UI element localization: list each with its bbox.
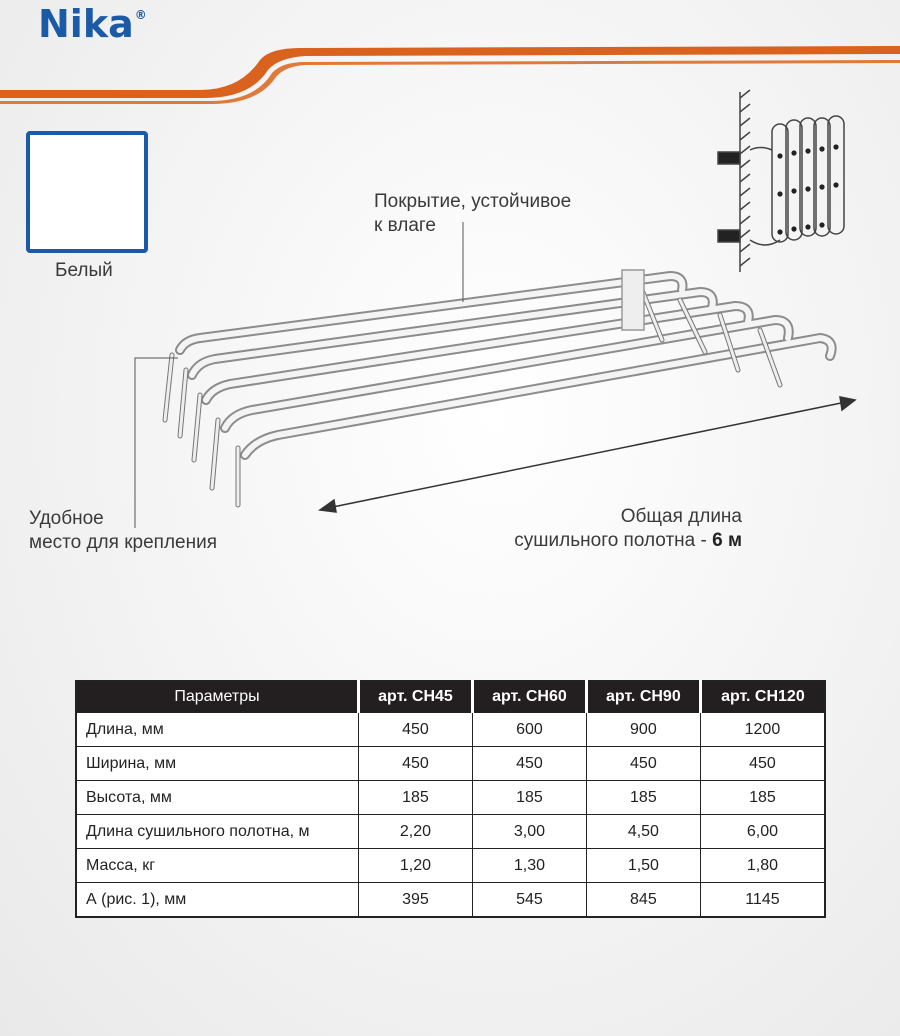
table-row: Длина, мм 450 600 900 1200 bbox=[76, 712, 825, 747]
param-name: Масса, кг bbox=[76, 848, 359, 883]
dryer-rails bbox=[162, 269, 837, 508]
cell-value: 1,20 bbox=[358, 848, 473, 883]
coating-line2: к влаге bbox=[374, 215, 436, 236]
cell-value: 185 bbox=[585, 780, 701, 815]
registered-mark: ® bbox=[134, 8, 147, 22]
length-line2-prefix: сушильного полотна - bbox=[514, 530, 707, 551]
cell-value: 1,80 bbox=[699, 848, 825, 883]
table-header-row: Параметры арт. СН45 арт. СН60 арт. СН90 … bbox=[76, 681, 825, 713]
param-name: Длина сушильного полотна, м bbox=[76, 814, 359, 849]
length-line1: Общая длина bbox=[620, 506, 742, 527]
leader-lines bbox=[134, 222, 464, 528]
swatch-label: Белый bbox=[55, 260, 113, 281]
cell-value: 450 bbox=[699, 746, 825, 781]
cell-value: 4,50 bbox=[585, 814, 701, 849]
table-row: Высота, мм 185 185 185 185 bbox=[76, 780, 825, 815]
length-arrow bbox=[318, 396, 857, 513]
brand-logo: Nika® bbox=[38, 2, 147, 46]
cell-value: 1,30 bbox=[471, 848, 587, 883]
header-ch45: арт. СН45 bbox=[357, 681, 473, 713]
coating-callout: Покрытие, устойчивое к влаге bbox=[374, 190, 571, 238]
color-swatch-white bbox=[26, 131, 148, 253]
header-params: Параметры bbox=[76, 681, 359, 713]
cell-value: 185 bbox=[699, 780, 825, 815]
cell-value: 900 bbox=[585, 712, 701, 747]
cell-value: 395 bbox=[358, 882, 473, 917]
header-ch90: арт. СН90 bbox=[584, 681, 701, 713]
mount-line2: место для крепления bbox=[29, 532, 217, 553]
cell-value: 450 bbox=[358, 746, 473, 781]
cell-value: 1,50 bbox=[585, 848, 701, 883]
length-line2: сушильного полотна - 6 м bbox=[440, 529, 742, 553]
cell-value: 185 bbox=[358, 780, 473, 815]
header-swoosh bbox=[0, 46, 900, 104]
cell-value: 2,20 bbox=[358, 814, 473, 849]
length-value: 6 м bbox=[712, 530, 742, 551]
mount-line1: Удобное bbox=[29, 508, 104, 529]
cell-value: 450 bbox=[585, 746, 701, 781]
mount-callout: Удобное место для крепления bbox=[29, 507, 217, 555]
param-name: Ширина, мм bbox=[76, 746, 359, 781]
header-ch120: арт. СН120 bbox=[698, 681, 825, 713]
table-row: А (рис. 1), мм 395 545 845 1145 bbox=[76, 882, 825, 917]
cell-value: 545 bbox=[471, 882, 587, 917]
table-row: Длина сушильного полотна, м 2,20 3,00 4,… bbox=[76, 814, 825, 849]
cell-value: 1145 bbox=[699, 882, 825, 917]
cell-value: 3,00 bbox=[471, 814, 587, 849]
cell-value: 185 bbox=[471, 780, 587, 815]
brand-name: Nika bbox=[38, 2, 134, 46]
param-name: Высота, мм bbox=[76, 780, 359, 815]
table-row: Масса, кг 1,20 1,30 1,50 1,80 bbox=[76, 848, 825, 883]
cell-value: 1200 bbox=[699, 712, 825, 747]
param-name: А (рис. 1), мм bbox=[76, 882, 359, 917]
length-callout: Общая длина сушильного полотна - 6 м bbox=[440, 505, 742, 553]
specs-table: Параметры арт. СН45 арт. СН60 арт. СН90 … bbox=[75, 680, 826, 918]
param-name: Длина, мм bbox=[76, 712, 359, 747]
cell-value: 450 bbox=[471, 746, 587, 781]
cell-value: 845 bbox=[585, 882, 701, 917]
cell-value: 450 bbox=[358, 712, 473, 747]
table-row: Ширина, мм 450 450 450 450 bbox=[76, 746, 825, 781]
dryer-illustration bbox=[134, 89, 857, 528]
cell-value: 6,00 bbox=[699, 814, 825, 849]
cell-value: 600 bbox=[471, 712, 587, 747]
header-ch60: арт. СН60 bbox=[470, 681, 587, 713]
wall-mount-diagram bbox=[717, 89, 845, 272]
coating-line1: Покрытие, устойчивое bbox=[374, 191, 572, 212]
